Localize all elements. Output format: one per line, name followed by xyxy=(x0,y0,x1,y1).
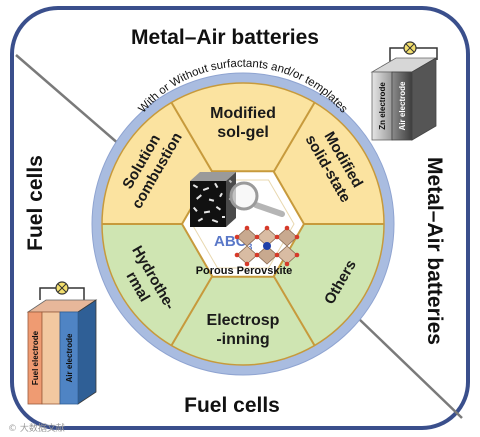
label-right: Metal–Air batteries xyxy=(423,157,446,345)
fuel-cell-membrane xyxy=(41,311,61,405)
fuel-cell-air-layer xyxy=(59,311,79,405)
perovskite-structure xyxy=(234,225,300,267)
segment-top-line2: sol-gel xyxy=(217,124,269,141)
segment-label-top: Modified sol-gel xyxy=(210,105,276,141)
segment-top-line1: Modified xyxy=(210,105,276,122)
battery-air-label: Air electrode xyxy=(398,81,407,130)
bulb-cross xyxy=(57,283,67,293)
magnifier-lens xyxy=(229,181,259,211)
battery-device: Zn electrode Air electrode xyxy=(370,41,438,141)
atom-oxygen xyxy=(234,234,240,240)
fuel-cell-side-face xyxy=(77,299,97,405)
magnifier-icon xyxy=(229,181,285,217)
battery-side-face xyxy=(411,57,437,141)
porous-cube-image xyxy=(190,172,236,227)
atom-oxygen xyxy=(244,225,250,231)
atom-oxygen xyxy=(264,225,270,231)
label-bottom: Fuel cells xyxy=(184,394,280,417)
atom-oxygen xyxy=(274,252,280,258)
atom-oxygen xyxy=(254,252,260,258)
atom-oxygen xyxy=(234,252,240,258)
center-formula-sub: 3 xyxy=(247,242,252,252)
watermark: © 大数据文献 xyxy=(8,422,65,434)
outer-ring-edge xyxy=(91,72,395,376)
atom-oxygen xyxy=(284,225,290,231)
atom-oxygen xyxy=(244,261,250,267)
diagonal-divider-lower-right xyxy=(357,317,463,419)
segment-label-bottom: Electrosp -inning xyxy=(207,312,280,348)
atom-oxygen xyxy=(274,234,280,240)
fuel-cell-air-label: Air electrode xyxy=(65,333,74,382)
segment-bottom-line1: Electrosp xyxy=(207,312,280,329)
magnifier-handle xyxy=(253,202,285,217)
atom-oxygen xyxy=(294,234,300,240)
atom-a-site xyxy=(263,242,271,250)
battery-zn-label: Zn electrode xyxy=(378,82,387,130)
atom-oxygen xyxy=(294,252,300,258)
fuel-cell-fuel-label: Fuel electrode xyxy=(31,330,40,385)
bulb-cross xyxy=(405,43,415,53)
octahedron xyxy=(256,245,278,265)
segment-bottom xyxy=(171,224,315,365)
label-top: Metal–Air batteries xyxy=(131,26,319,49)
segment-top xyxy=(171,83,315,224)
atom-oxygen xyxy=(284,261,290,267)
cube-top-face xyxy=(190,172,236,181)
pore-texture xyxy=(192,179,233,223)
center-caption: Porous Perovskite xyxy=(196,265,293,277)
atom-oxygen xyxy=(254,234,260,240)
label-left: Fuel cells xyxy=(24,155,47,251)
segment-bottom-line2: -inning xyxy=(216,331,269,348)
diagonal-divider-upper-left xyxy=(15,54,121,146)
battery-air-layer xyxy=(391,71,413,141)
fuel-cell-device: Fuel electrode Air electrode xyxy=(26,281,98,405)
